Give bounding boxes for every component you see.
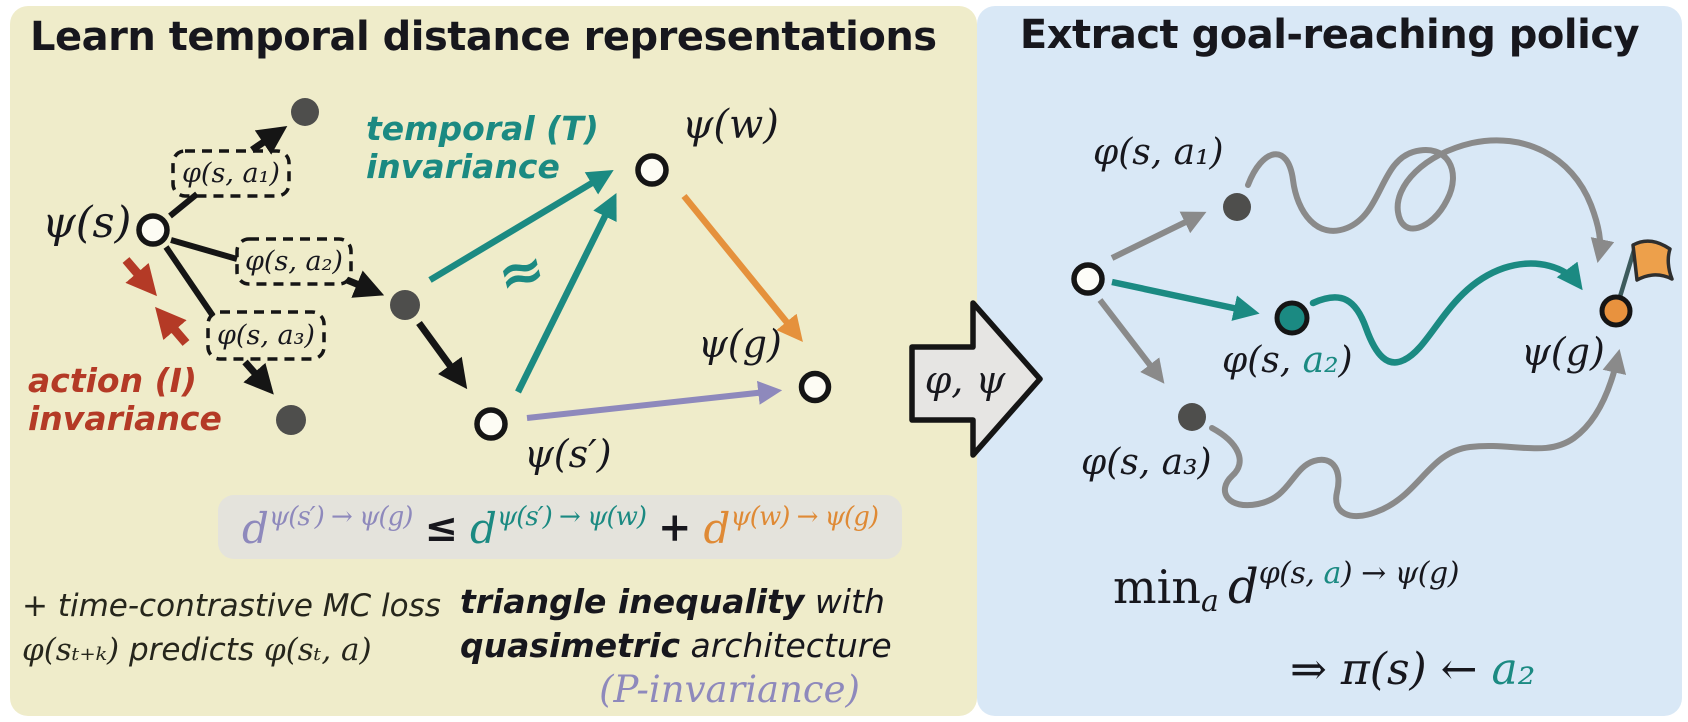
term3-base: d xyxy=(703,503,731,553)
left-panel-title: Learn temporal distance representations xyxy=(30,14,937,60)
triangle-term-3: dψ(w) → ψ(g) xyxy=(703,501,879,553)
arrow-box2-to-node xyxy=(345,270,385,298)
start-state-node xyxy=(1071,262,1105,296)
psi-s-label: ψ(s) xyxy=(42,198,132,248)
term1-base: d xyxy=(241,503,269,553)
phi-sa1-label: φ(s, a₁) xyxy=(1093,132,1224,173)
term3-superscript: ψ(w) → ψ(g) xyxy=(730,501,879,532)
edge-psis-to-box2 xyxy=(170,237,238,262)
min-distance-formula: mina dφ(s, a) → ψ(g) xyxy=(1113,556,1459,619)
psi-w-label: ψ(w) xyxy=(682,102,779,148)
triangle-term-2: dψ(s′) → ψ(w) xyxy=(469,501,647,553)
psi-sprime-label: ψ(s′) xyxy=(524,432,612,476)
term1-superscript: ψ(s′) → ψ(g) xyxy=(268,501,414,532)
triangle-note-line2: quasimetric architecture xyxy=(460,624,892,668)
min-sup-pre: φ(s, xyxy=(1258,556,1324,591)
min-subscript: a xyxy=(1200,584,1219,619)
psi-g-label-left: ψ(g) xyxy=(698,322,782,366)
state-node-dark-bottom xyxy=(276,405,306,435)
transfer-arrow-shape xyxy=(909,300,1043,458)
state-node-dark-1 xyxy=(291,98,319,126)
trajectory-squiggle-teal xyxy=(1309,260,1583,366)
mc-loss-line2: φ(sₜ₊ₖ) predicts φ(sₜ, a) xyxy=(22,628,441,672)
min-operator: min xyxy=(1113,560,1201,614)
p-invariance-label: (P-invariance) xyxy=(599,668,860,711)
mc-loss-predicts: predicts xyxy=(119,632,264,668)
triangle-note-rest1: with xyxy=(804,582,885,621)
temporal-arrow-long xyxy=(428,169,614,283)
triangle-note-bold2: quasimetric xyxy=(460,626,681,665)
term2-base: d xyxy=(469,503,497,553)
edge-psis-to-box3 xyxy=(163,245,216,318)
distance-d: d xyxy=(1228,559,1259,615)
policy-formula-a2: a₂ xyxy=(1491,644,1536,695)
phi-sa2-label: φ(s, a₂) xyxy=(1222,340,1353,381)
trajectory-squiggle-bottom xyxy=(1209,348,1627,519)
phi-sa1-node xyxy=(1223,193,1251,221)
dashed-box-phi-sa1 xyxy=(171,149,291,198)
edge-psis-to-box1 xyxy=(168,191,199,219)
policy-arrow-a2 xyxy=(1111,278,1260,321)
extract-policy-panel xyxy=(977,6,1682,716)
phi-sa3-label: φ(s, a₃) xyxy=(1081,442,1212,483)
psi-g-label-right: ψ(g) xyxy=(1521,330,1605,374)
phi-sa3-box-label: φ(s, a₃) xyxy=(217,320,315,351)
dashed-box-phi-sa3 xyxy=(206,310,326,361)
action-invariance-arrow-down xyxy=(122,257,157,297)
mc-loss-math1: φ(sₜ₊ₖ) xyxy=(22,632,120,668)
mc-loss-note: + time-contrastive MC loss φ(sₜ₊ₖ) predi… xyxy=(22,584,441,672)
triangle-note-line1: triangle inequality with xyxy=(460,580,885,624)
phi-sa2-box-label: φ(s, a₂) xyxy=(245,246,343,277)
temporal-invariance-line1: temporal (T) xyxy=(366,109,599,148)
policy-arrow-a1 xyxy=(1110,211,1207,261)
term2-superscript: ψ(s′) → ψ(w) xyxy=(496,501,647,532)
arrow-box1-to-node xyxy=(250,126,288,155)
leq-operator: ≤ xyxy=(424,503,458,551)
min-sup-action: a xyxy=(1323,556,1341,591)
policy-assignment-formula: ⇒ π(s) ← a₂ xyxy=(1290,644,1535,695)
phi-sa2-post: ) xyxy=(1338,340,1353,381)
mc-loss-line1: + time-contrastive MC loss xyxy=(22,588,441,624)
arrow-box3-to-node xyxy=(242,359,274,395)
psi-w-node xyxy=(635,153,669,187)
orange-arrow-w-to-g xyxy=(681,193,803,343)
phi-sa2-node-teal xyxy=(1274,300,1310,336)
transfer-arrow-label: φ, ψ xyxy=(924,358,1006,402)
action-invariance-line1: action (I) xyxy=(28,361,198,400)
arrow-node-to-psisprime xyxy=(416,320,468,390)
triangle-note-bold1: triangle inequality xyxy=(460,582,805,621)
action-invariance-label: action (I) invariance xyxy=(28,362,222,438)
min-sup-post: ) → ψ(g) xyxy=(1340,556,1460,591)
phi-sa3-node xyxy=(1178,403,1206,431)
temporal-arrow-steep xyxy=(515,193,617,394)
temporal-invariance-line2: invariance xyxy=(366,147,560,186)
state-node-dark-mid xyxy=(390,290,420,320)
purple-arrow-sprime-to-g xyxy=(526,380,783,421)
plus-operator: + xyxy=(658,503,692,551)
right-panel-title: Extract goal-reaching policy xyxy=(1019,12,1640,58)
triangle-term-1: dψ(s′) → ψ(g) xyxy=(241,501,414,553)
triangle-inequality-note: triangle inequality with quasimetric arc… xyxy=(460,580,892,712)
triangle-note-rest2: architecture xyxy=(680,626,892,665)
policy-formula-pre: ⇒ π(s) ← xyxy=(1290,644,1492,695)
temporal-invariance-label: temporal (T) invariance xyxy=(366,110,599,186)
phi-sa1-box-label: φ(s, a₁) xyxy=(182,158,280,189)
action-invariance-arrow-up xyxy=(155,306,190,346)
dashed-box-phi-sa2 xyxy=(235,237,353,286)
phi-sa2-pre: φ(s, xyxy=(1222,340,1303,381)
mc-loss-math2: φ(sₜ, a) xyxy=(263,632,372,668)
policy-arrow-a3 xyxy=(1097,298,1165,384)
learn-representations-panel xyxy=(10,6,977,716)
psi-sprime-node xyxy=(474,407,508,441)
psi-s-node xyxy=(136,213,170,247)
triangle-inequality-formula-box: dψ(s′) → ψ(g) ≤ dψ(s′) → ψ(w) + dψ(w) → … xyxy=(218,495,902,559)
phi-sa2-action: a₂ xyxy=(1302,340,1339,381)
action-invariance-line2: invariance xyxy=(28,399,222,438)
psi-g-node-left xyxy=(798,370,832,404)
trajectory-squiggle-top xyxy=(1245,137,1615,264)
goal-flag-icon xyxy=(1599,239,1674,328)
